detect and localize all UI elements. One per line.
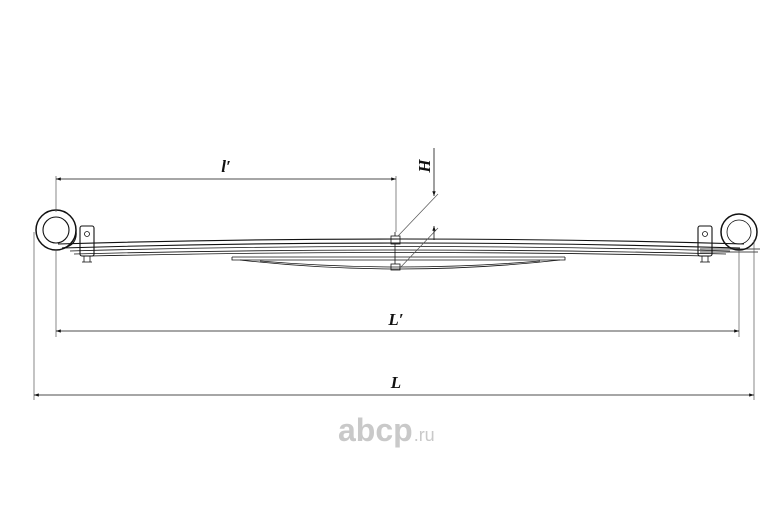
right-eye xyxy=(720,213,758,251)
label-l-prime: l′ xyxy=(221,157,231,176)
watermark-brand: abcp xyxy=(338,412,413,448)
abcp-watermark-logo: abcp .ru xyxy=(338,412,435,449)
left-clamp xyxy=(79,225,95,263)
spring-leaves xyxy=(57,238,760,270)
dimension-H: H xyxy=(397,148,439,271)
left-eye xyxy=(35,209,77,251)
label-H: H xyxy=(415,159,434,174)
extension-lines xyxy=(33,176,755,400)
label-L-prime: L′ xyxy=(387,310,403,329)
dimension-L-prime: L′ xyxy=(56,310,739,333)
center-bolt xyxy=(390,232,401,271)
dimension-l-prime: l′ xyxy=(56,157,396,181)
right-clamp xyxy=(697,225,713,263)
dimension-L: L xyxy=(34,373,754,397)
watermark-suffix: .ru xyxy=(413,425,435,445)
label-L: L xyxy=(390,373,401,392)
